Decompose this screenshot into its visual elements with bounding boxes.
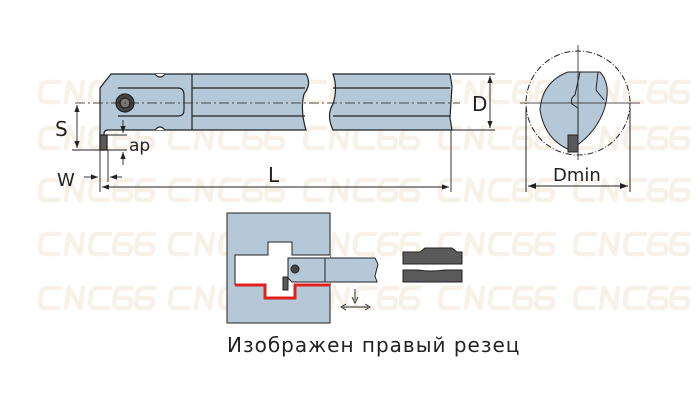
label-w: W <box>57 170 75 191</box>
bar-end-view <box>520 45 640 192</box>
label-dmin: Dmin <box>553 165 601 186</box>
end-insert <box>567 134 579 153</box>
label-s: S <box>55 117 68 141</box>
label-d: D <box>472 92 487 116</box>
label-l: L <box>268 163 280 187</box>
bar-in-bore <box>287 257 379 283</box>
insert <box>99 134 108 151</box>
label-ap: ap <box>129 136 150 156</box>
insert-bottom <box>402 269 463 283</box>
caption: Изображен правый резец <box>227 333 520 357</box>
insert-top <box>402 247 463 265</box>
feed-direction-arrows <box>340 289 371 311</box>
application-sketch <box>226 212 463 324</box>
dimensions <box>72 73 495 192</box>
cut-profile <box>235 283 330 300</box>
